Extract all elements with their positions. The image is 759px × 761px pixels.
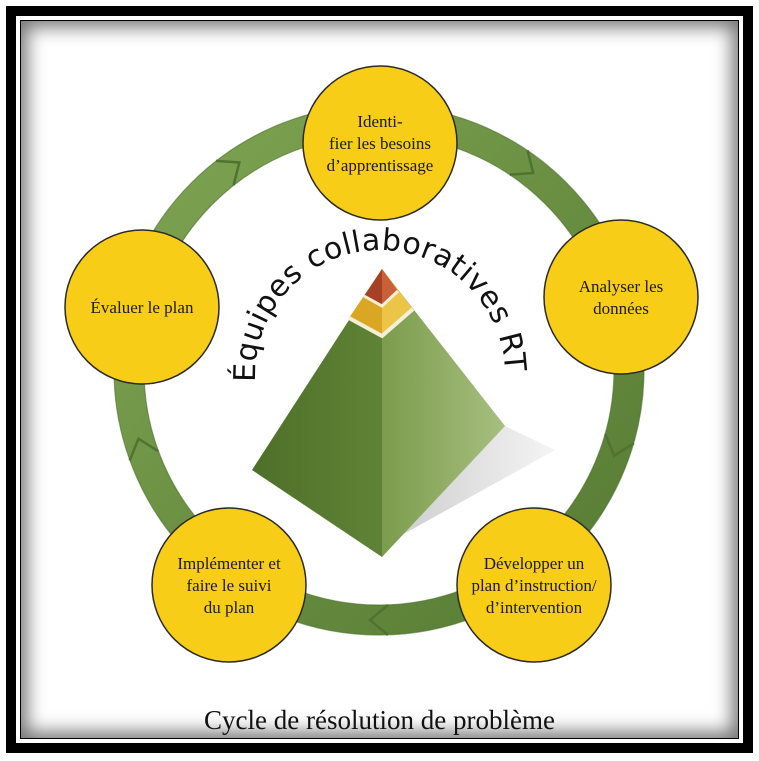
node-label-line: Développer un [484, 554, 585, 573]
node-label-line: d’apprentissage [327, 156, 434, 175]
ring-arrow-chevron [215, 159, 241, 186]
node-label-line: Implémenter et [177, 554, 281, 573]
node-label-line: données [593, 299, 649, 318]
pyramid-tier-line-1 [363, 289, 400, 308]
step-analyze: Analyser les données [543, 219, 699, 375]
node-label: Implémenter et faire le suivi du plan [177, 554, 281, 617]
node-label: Évaluer le plan [91, 298, 194, 317]
pyramid-base-left [252, 269, 382, 557]
ring-arrows [128, 150, 635, 636]
step-implement: Implémenter et faire le suivi du plan [151, 507, 307, 663]
ring-arrow-chevron [368, 604, 389, 636]
node-label: Développer un plan d’instruction/d’interv… [471, 554, 596, 617]
diagram-caption: Cycle de résolution de problème [204, 705, 555, 735]
node-circle [64, 229, 220, 385]
node-circle [543, 219, 699, 375]
node-label-line: plan d’instruction/ [471, 576, 596, 595]
node-label-line: d’intervention [486, 598, 583, 617]
rti-pyramid [252, 269, 555, 557]
step-evaluate: Évaluer le plan [64, 229, 220, 385]
node-circle [456, 507, 612, 663]
step-identify: Identi-fier les besoins d’apprentissage [302, 65, 458, 221]
pyramid-top-left [364, 269, 382, 306]
node-circle [302, 65, 458, 221]
node-label-line: Identi- [357, 112, 403, 131]
pyramid-shadow [382, 426, 555, 546]
node-label-line: du plan [204, 598, 255, 617]
ring-arrow-chevron [128, 436, 159, 461]
node-label: Analyser les données [579, 277, 664, 318]
ring-arrow-chevron [604, 433, 635, 458]
pyramid-tier-line-2 [348, 307, 415, 339]
node-label: Identi-fier les besoins d’apprentissage [327, 112, 434, 175]
frame-inner-border [20, 20, 739, 739]
node-label-line: faire le suivi [187, 576, 272, 595]
pyramid-top-right [382, 269, 398, 306]
pyramid-base-right [382, 269, 505, 557]
step-develop: Développer un plan d’instruction/d’interv… [456, 507, 612, 663]
node-circle [151, 507, 307, 663]
node-label-line: Évaluer le plan [91, 298, 194, 317]
node-label-line: fier les besoins [329, 134, 431, 153]
ring-arrow-chevron [509, 150, 535, 176]
node-label-line: Analyser les [579, 277, 664, 296]
